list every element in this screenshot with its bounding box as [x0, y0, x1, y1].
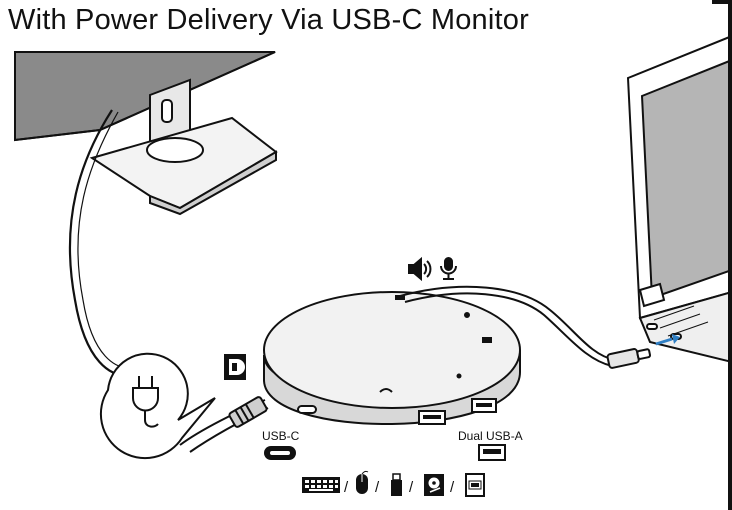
keyboard-icon — [302, 477, 340, 493]
usb-c-label: USB-C — [262, 429, 300, 443]
frame-border-right — [728, 0, 732, 510]
displayport-icon — [224, 354, 246, 380]
dock-laptop-cable — [399, 285, 652, 369]
ssd-icon — [465, 473, 485, 497]
separator-2: / — [375, 479, 380, 496]
laptop — [626, 34, 732, 364]
insert-arrow-icon — [655, 334, 680, 346]
separator-3: / — [409, 479, 414, 496]
usb-drive-icon — [391, 473, 402, 496]
laptop-screen — [640, 58, 732, 300]
laptop-base — [638, 290, 732, 364]
monitor-stand-base — [89, 116, 278, 210]
separator-4: / — [450, 479, 455, 496]
usb-c-port-icon — [264, 446, 296, 460]
microphone-icon — [440, 257, 457, 280]
dual-usb-a-label: Dual USB-A — [458, 429, 523, 443]
dock-top — [263, 291, 521, 409]
speaker-icon — [408, 256, 432, 282]
mouse-icon — [356, 470, 369, 494]
power-plug-icon — [132, 376, 159, 428]
frame-border-top — [712, 0, 732, 4]
dock-left-cable — [179, 396, 269, 453]
hard-drive-icon — [424, 474, 444, 496]
power-plug-callout — [99, 352, 216, 460]
dock-usb-c-port — [297, 405, 317, 414]
page-title: With Power Delivery Via USB-C Monitor — [8, 4, 529, 36]
monitor — [14, 51, 278, 377]
separator-1: / — [344, 479, 349, 496]
usb-a-port-icon — [478, 444, 506, 461]
dock-hub — [263, 291, 521, 425]
